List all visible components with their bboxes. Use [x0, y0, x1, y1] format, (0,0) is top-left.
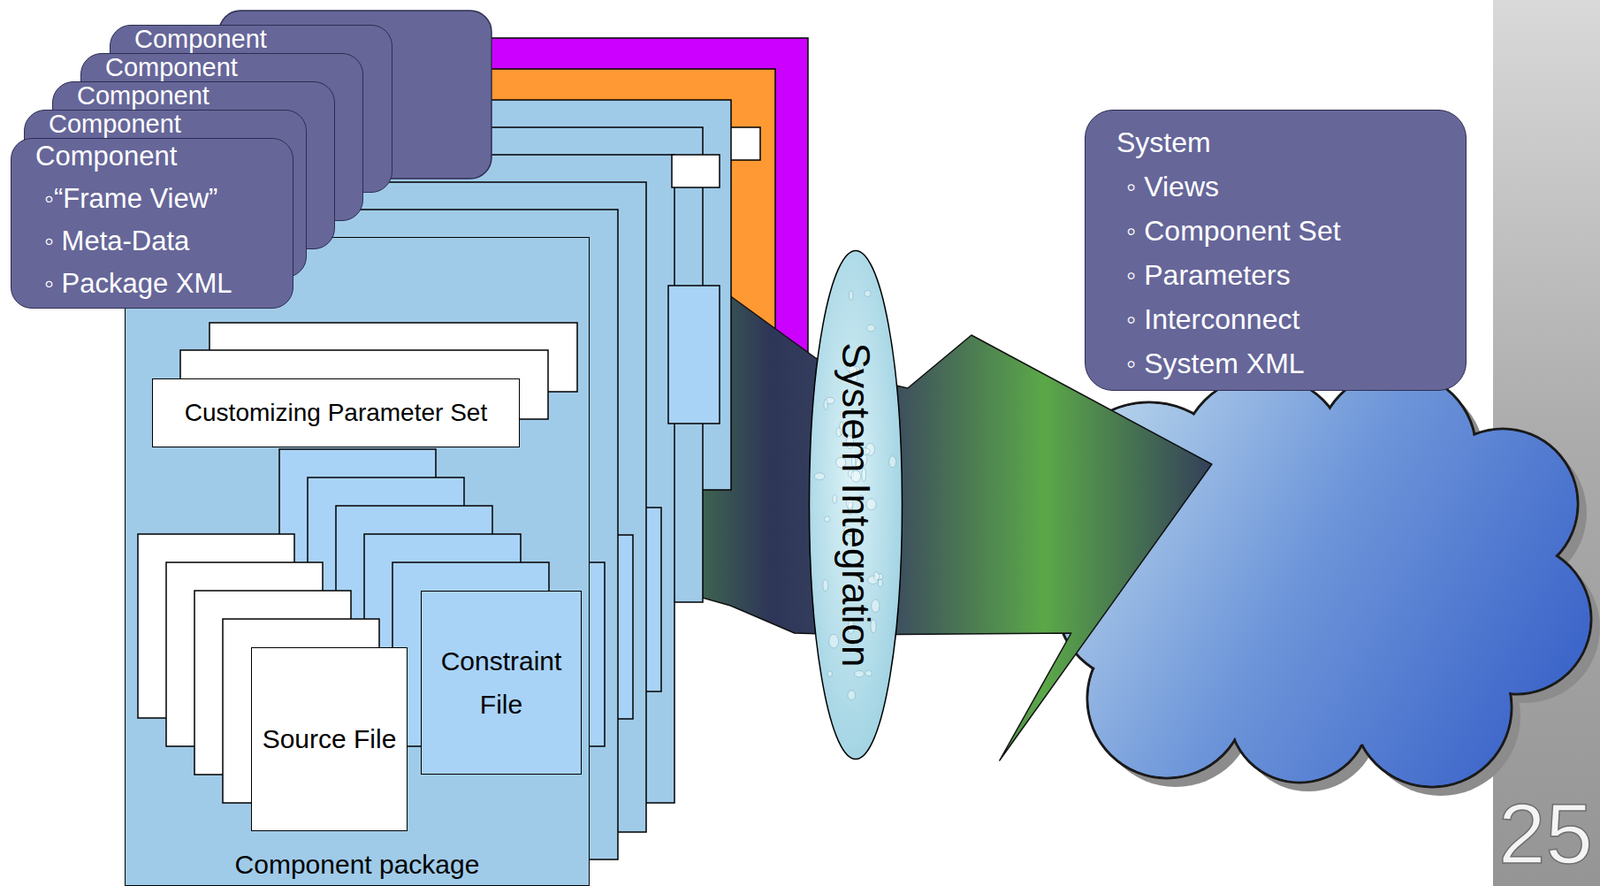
node-bullet: ◦ Views [1126, 164, 1220, 209]
flow-arrow [855, 335, 1212, 761]
node-bullet: ◦ Package XML [44, 262, 233, 305]
component-package: Component package Customizing Parameter S… [124, 236, 590, 886]
component-card: Component◦“Frame View”◦ Meta-Data◦ Packa… [10, 137, 294, 309]
water-drop [847, 690, 856, 701]
node-bullet: ◦“Frame View” [44, 177, 218, 221]
node-bullet: ◦ Meta-Data [44, 220, 190, 263]
source-file-box: Source File [251, 647, 408, 831]
integration-oval: System Integration [807, 249, 904, 761]
node-title: System Integration [836, 342, 876, 668]
water-drop [877, 579, 883, 587]
node-bullet: ◦ Parameters [1126, 252, 1291, 298]
water-drop [814, 472, 825, 480]
parameter-sheet [671, 154, 720, 188]
node-title: Source File [262, 723, 397, 755]
water-drop [865, 670, 873, 677]
node-title: System [1116, 120, 1212, 165]
node-title: Constraint File [428, 639, 574, 727]
constraint-file-box: Constraint File [420, 590, 582, 775]
node-title: Component [48, 110, 182, 138]
node-title: Component [76, 82, 210, 109]
water-drop [854, 670, 865, 677]
node-title: Component [35, 135, 177, 178]
water-drop [889, 456, 897, 468]
water-drop [864, 289, 871, 297]
node-title: Component [134, 25, 267, 53]
constraint-sheet [668, 285, 720, 424]
node-title: Component [105, 53, 238, 81]
page-number: 25 [1498, 791, 1593, 877]
node-bullet: ◦ Component Set [1126, 208, 1341, 253]
oval-outline [809, 251, 903, 760]
water-drop [822, 579, 829, 591]
node-title: Component package [125, 846, 589, 883]
node-title: Customizing Parameter Set [184, 397, 488, 428]
system-box: System◦ Views◦ Component Set◦ Parameters… [1084, 109, 1467, 391]
node-bullet: ◦ Interconnect [1126, 297, 1300, 342]
water-drop [823, 399, 828, 411]
node-bullet: ◦ System XML [1126, 341, 1305, 386]
water-drop [823, 516, 831, 522]
water-drop [848, 290, 853, 300]
water-drop [827, 670, 832, 677]
water-drop [866, 324, 875, 332]
parameter-set-box: Customizing Parameter Set [152, 378, 520, 448]
